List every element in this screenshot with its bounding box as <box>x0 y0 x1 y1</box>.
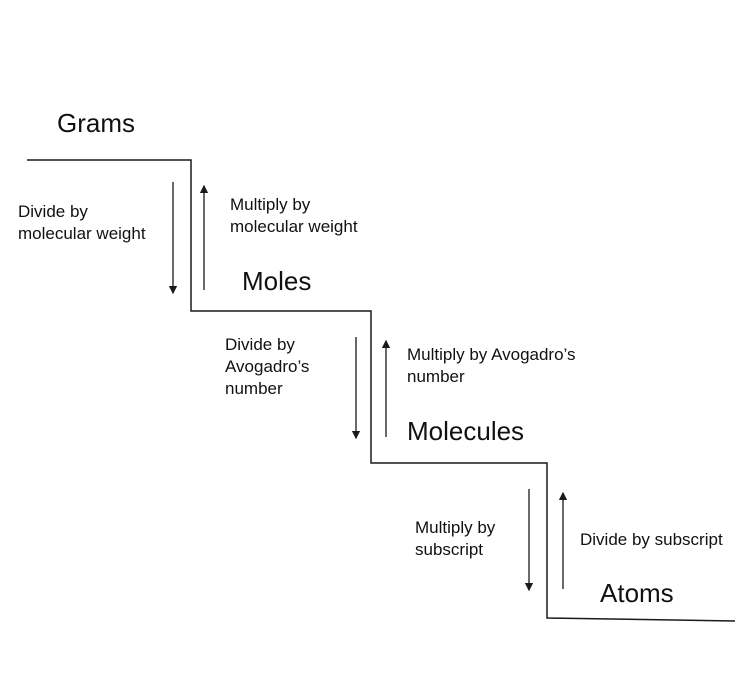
edge-label-divide-molecular-weight: Divide by molecular weight <box>18 202 146 243</box>
edge-label-multiply-subscript: Multiply by subscript <box>415 518 496 559</box>
edge-label-divide-avogadros-number: Divide by Avogadro’s number <box>225 335 310 398</box>
node-moles: Moles <box>242 266 312 296</box>
node-atoms: Atoms <box>600 578 674 608</box>
node-molecules: Molecules <box>407 416 525 446</box>
node-grams: Grams <box>57 108 135 138</box>
staircase-line <box>27 159 736 622</box>
edge-label-multiply-molecular-weight: Multiply by molecular weight <box>230 195 358 236</box>
edge-label-divide-subscript: Divide by subscript <box>580 530 723 549</box>
edge-label-multiply-avogadros-number: Multiply by Avogadro’s number <box>407 345 576 386</box>
